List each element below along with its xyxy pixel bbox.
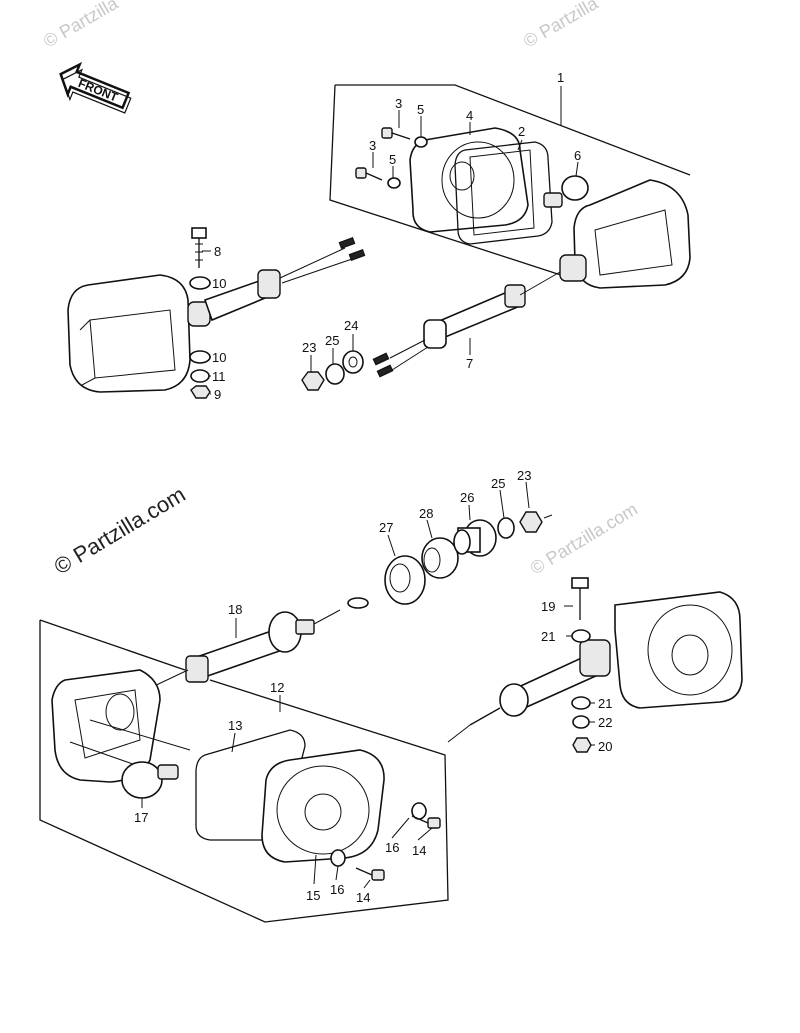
washer-25-upper	[325, 363, 345, 385]
callout-14-bottom: 14	[356, 890, 370, 905]
screw-3-bottom	[355, 167, 383, 181]
callout-16-top: 16	[385, 840, 399, 855]
callout-2: 2	[518, 124, 525, 139]
upper-assembly-boundary	[335, 84, 691, 176]
washer-10-top	[189, 276, 211, 290]
rubber-bushing-27	[384, 555, 426, 605]
nut-9	[190, 385, 211, 399]
front-left-turn-signal	[67, 237, 366, 393]
watermark-top-right: © Partzilla	[520, 0, 602, 51]
callout-20: 20	[598, 739, 612, 754]
callout-3-top: 3	[395, 96, 402, 111]
washer-21-bottom	[571, 696, 591, 710]
lower-assembly-boundary	[39, 619, 186, 671]
washer-25-lower	[497, 517, 515, 539]
callout-7: 7	[466, 356, 473, 371]
callout-24: 24	[344, 318, 358, 333]
front-right-turn-signal	[372, 179, 691, 378]
screw-14-top	[411, 815, 441, 829]
bolt-19	[571, 577, 589, 620]
callout-25-upper: 25	[325, 333, 339, 348]
callout-4: 4	[466, 108, 473, 123]
bulb-17	[121, 761, 179, 799]
leader-lines	[141, 86, 595, 889]
callout-21-top: 21	[541, 629, 555, 644]
callout-3-bottom: 3	[369, 138, 376, 153]
rear-right-turn-signal	[447, 591, 743, 743]
watermark-right-diag: © Partzilla.com	[527, 499, 641, 579]
bolt-8	[191, 227, 207, 268]
callout-11: 11	[212, 369, 226, 384]
washer-5-top	[414, 136, 428, 148]
callout-10-top: 10	[212, 276, 226, 291]
callout-13: 13	[228, 718, 242, 733]
callout-23-lower: 23	[517, 468, 531, 483]
nut-23-lower	[519, 511, 543, 533]
callout-23-upper: 23	[302, 340, 316, 355]
callout-12: 12	[270, 680, 284, 695]
callout-19: 19	[541, 599, 555, 614]
callout-25-lower: 25	[491, 476, 505, 491]
washer-5-bottom	[387, 177, 401, 189]
washer-21-top	[571, 629, 591, 643]
callout-8: 8	[214, 244, 221, 259]
callout-14-top: 14	[412, 843, 426, 858]
callout-5-bottom: 5	[389, 152, 396, 167]
callout-6: 6	[574, 148, 581, 163]
collar-26	[453, 519, 497, 557]
nut-20	[572, 737, 592, 753]
callout-17: 17	[134, 810, 148, 825]
rubber-bushing-28	[421, 537, 459, 579]
screw-3-top	[381, 127, 411, 140]
callout-9: 9	[214, 387, 221, 402]
callout-5-top: 5	[417, 102, 424, 117]
washer-24-upper	[342, 350, 364, 374]
watermark-left-diag: © Partzilla.com	[50, 482, 190, 580]
callout-15: 15	[306, 888, 320, 903]
callout-21-bottom: 21	[598, 696, 612, 711]
callout-28: 28	[419, 506, 433, 521]
callout-16-bottom: 16	[330, 882, 344, 897]
front-lens-assembly	[409, 127, 589, 245]
rear-stem-18	[149, 597, 369, 689]
washer-16-bottom	[330, 849, 346, 867]
watermark-top-left: © Partzilla	[40, 0, 122, 51]
front-arrow-icon: FRONT	[59, 61, 132, 114]
nut-23-upper	[301, 371, 325, 391]
callout-18: 18	[228, 602, 242, 617]
screw-14-bottom	[355, 867, 385, 881]
callout-22: 22	[598, 715, 612, 730]
callout-10-bottom: 10	[212, 350, 226, 365]
washer-22	[572, 715, 590, 729]
callout-26: 26	[460, 490, 474, 505]
callout-labels: 1 2 3 3 4 5 5 6 7 8 9 10 10 11 12 13 14 …	[134, 70, 612, 905]
callout-1: 1	[557, 70, 564, 85]
lens-15	[261, 749, 385, 863]
washer-11	[190, 369, 210, 383]
washer-10-bottom	[189, 350, 211, 364]
callout-27: 27	[379, 520, 393, 535]
